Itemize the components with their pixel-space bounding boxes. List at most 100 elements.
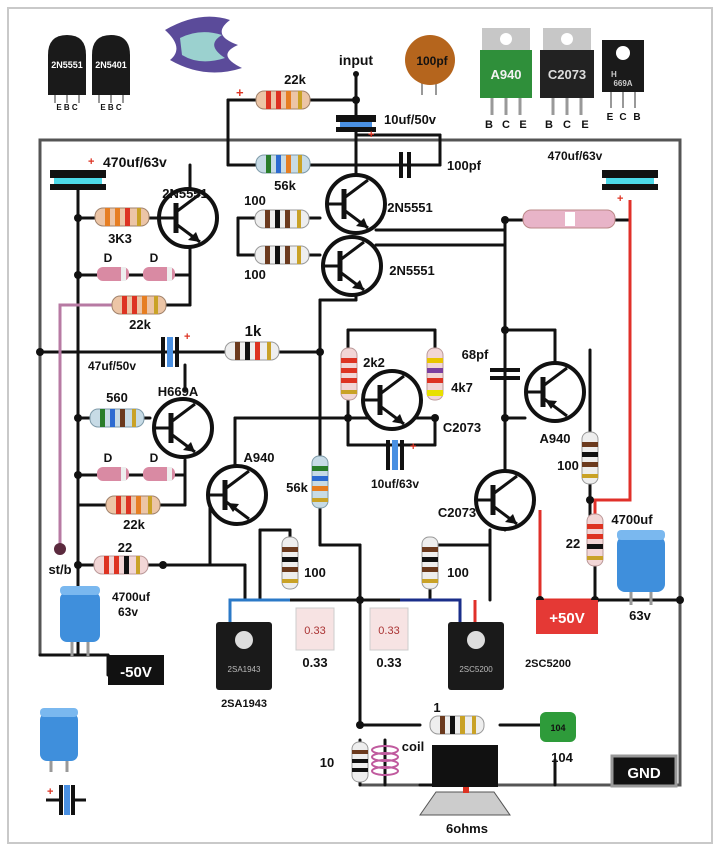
q-h669a-label: H669A — [158, 384, 199, 399]
r-560-label: 560 — [106, 390, 128, 405]
coil-inductor — [371, 745, 399, 776]
q-a940-right-label: A940 — [539, 431, 570, 446]
capacitor-4700uf-left — [60, 586, 100, 656]
q-a940-left-label: A940 — [243, 450, 274, 465]
to220-c2073-pinout: C2073 B C E — [540, 28, 594, 131]
r-100-right-label: 100 — [557, 458, 579, 473]
r-100-emit-right-label: 100 — [447, 565, 469, 580]
resistor-033-left: 0.33 — [295, 607, 335, 651]
transistor-2n5551-bottom — [323, 237, 381, 295]
r-033-left-label: 0.33 — [302, 655, 327, 670]
input-terminal — [353, 71, 359, 77]
resistor-2k2 — [340, 347, 358, 401]
resistor-100-emit-right — [421, 536, 439, 590]
to126-669a-pinout: H 669A E C B — [602, 40, 644, 123]
q-out-right-body: 2SC5200 — [459, 665, 493, 674]
plus-sign: + — [617, 193, 623, 205]
q-2n5551-left-label: 2N5551 — [162, 186, 208, 201]
capacitor-68pf — [490, 368, 520, 380]
input-label: input — [339, 52, 374, 68]
logo — [165, 16, 242, 73]
c-10uf-input-label: 10uf/50v — [384, 112, 437, 127]
resistor-033-right: 0.33 — [369, 607, 409, 651]
r-56k-mid-label: 56k — [286, 480, 308, 495]
to92-left-pins: E B C — [56, 103, 78, 112]
to220-a-name: A940 — [490, 67, 521, 82]
ceramic-capacitor-100pf: 100pf — [405, 35, 455, 95]
c-470uf-right-label: 470uf/63v — [548, 149, 603, 163]
d3-label: D — [104, 451, 113, 465]
transistor-c2073-low — [476, 471, 534, 529]
resistor-4k7 — [426, 347, 444, 401]
capacitor-polarity-symbol: + — [46, 785, 86, 815]
r-3k3-label: 3K3 — [108, 231, 132, 246]
transistor-a940-left — [208, 466, 266, 524]
to220-a940-pinout: A940 B C E — [480, 28, 532, 131]
diode-1 — [97, 267, 129, 281]
r-22k-low-label: 22k — [123, 517, 145, 532]
v-63-left-label: 63v — [118, 605, 138, 619]
to92-right-name: 2N5401 — [95, 60, 127, 70]
resistor-560 — [89, 408, 145, 428]
transistor-a940-right — [526, 363, 584, 421]
neg-rail-label: -50V — [120, 664, 152, 681]
r-22-left-label: 22 — [118, 540, 132, 555]
plus-sign: + — [368, 129, 374, 141]
output-right-wire — [400, 598, 462, 622]
output-left-wire — [228, 598, 290, 622]
resistor-56k-mid — [311, 455, 329, 509]
capacitor-47uf — [161, 337, 179, 367]
c-68pf-label: 68pf — [462, 347, 489, 362]
transistor-c2073-mid — [363, 371, 421, 429]
resistor-22k-low — [105, 495, 161, 515]
resistor-3k3 — [94, 207, 150, 227]
capacitor-4700uf-right — [617, 530, 665, 605]
q-out-left-label: 2SA1943 — [221, 698, 267, 710]
resistor-100-b — [254, 245, 310, 265]
to220-b-pin-c: C — [563, 119, 571, 131]
electrolytic-capacitor-icon — [40, 708, 78, 772]
transistor-2n5551-top — [327, 175, 385, 233]
to92-2n5551-pinout: 2N5551 E B C — [48, 35, 86, 112]
resistor-10 — [351, 741, 369, 783]
to126-brand: H — [611, 70, 617, 79]
to92-left-name: 2N5551 — [51, 60, 83, 70]
d1-label: D — [104, 251, 113, 265]
ceramic-label: 100pf — [416, 54, 448, 68]
capacitor-100pf — [399, 152, 411, 178]
coil-label: coil — [402, 739, 424, 754]
c-10uf-63v-label: 10uf/63v — [371, 477, 419, 491]
pos-rail-box — [536, 600, 598, 634]
to126-pin-b: B — [633, 112, 640, 123]
resistor-100-right — [581, 431, 599, 485]
to92-right-pins: E B C — [100, 103, 122, 112]
c-104-label: 104 — [551, 750, 573, 765]
neg-rail-box — [108, 655, 164, 685]
plus-sign: + — [47, 786, 53, 798]
c-104-body: 104 — [550, 723, 565, 733]
d2-label: D — [150, 251, 159, 265]
standby-wire — [58, 303, 115, 545]
standby-terminal — [54, 543, 66, 555]
q-2n5551-bottom-label: 2N5551 — [389, 263, 435, 278]
to220-a-pin-e: E — [519, 119, 526, 131]
speaker-label: 6ohms — [446, 821, 488, 836]
transistor-2sa1943: 2SA1943 — [216, 622, 272, 690]
c-4700uf-right-label: 4700uf — [611, 512, 653, 527]
to220-b-pin-b: B — [545, 119, 553, 131]
capacitor-470uf-left — [50, 170, 106, 190]
gnd-label: GND — [627, 765, 661, 782]
to92-2n5401-pinout: 2N5401 E B C — [92, 35, 130, 112]
q-c2073-mid-label: C2073 — [443, 420, 481, 435]
to220-a-pin-c: C — [502, 119, 510, 131]
resistor-pink-top-right — [522, 209, 616, 229]
to220-a-pin-b: B — [485, 119, 493, 131]
resistor-22k-mid — [111, 295, 167, 315]
transistor-2sc5200: 2SC5200 — [448, 622, 504, 690]
c-47uf-label: 47uf/50v — [88, 359, 136, 373]
r-100-emit-left-label: 100 — [304, 565, 326, 580]
d4-label: D — [150, 451, 159, 465]
r-1k-label: 1k — [245, 323, 262, 340]
